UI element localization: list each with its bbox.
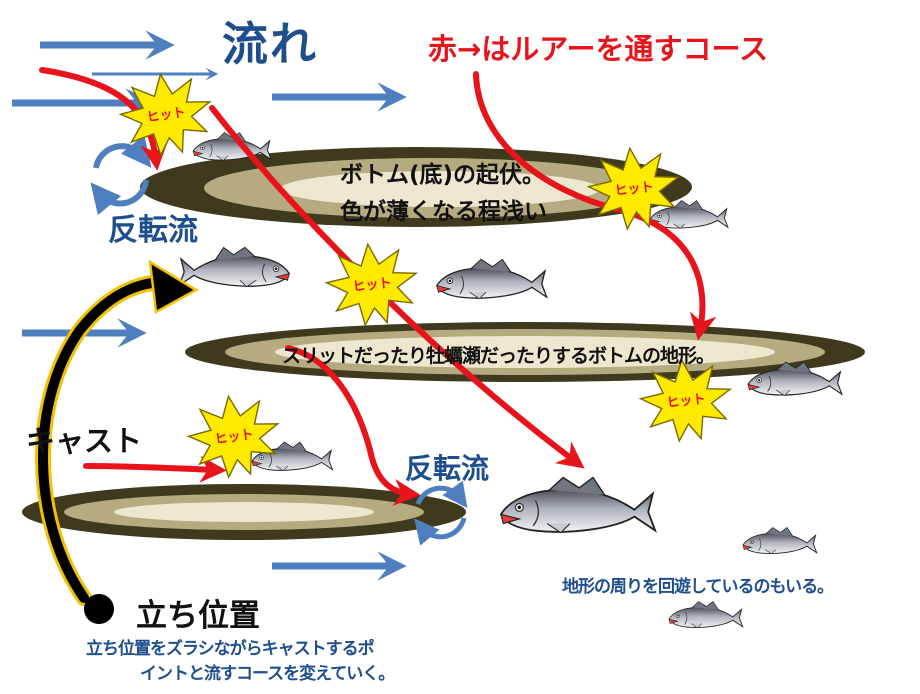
slit-note: スリットだったり牡蠣瀬だったりするボトムの地形。 bbox=[282, 345, 715, 367]
svg-text:ヒット: ヒット bbox=[614, 180, 654, 199]
svg-text:ヒット: ヒット bbox=[352, 276, 392, 295]
reverse-flow-swirl-left bbox=[90, 134, 152, 216]
lure-course-arrow bbox=[473, 71, 717, 341]
hit-burst: ヒット bbox=[183, 389, 285, 483]
svg-text:ヒット: ヒット bbox=[666, 392, 706, 411]
reverse-flow-swirl-center bbox=[414, 480, 468, 546]
fish bbox=[668, 601, 744, 629]
bullet-icon bbox=[84, 594, 114, 624]
lure-course-arrow bbox=[285, 345, 421, 506]
bottom-note-line2: 色が薄くなる程浅い bbox=[340, 199, 547, 225]
fish bbox=[178, 246, 290, 288]
hit-burst: ヒット bbox=[584, 142, 684, 234]
fish bbox=[742, 527, 818, 555]
lure-course-arrow bbox=[39, 67, 168, 171]
svg-text:ヒット: ヒット bbox=[146, 105, 187, 125]
svg-text:ヒット: ヒット bbox=[214, 427, 255, 447]
hit-burst: ヒット bbox=[636, 354, 736, 446]
reef-bottom bbox=[22, 484, 466, 540]
bottom-note-line1: ボトム(底)の起伏。 bbox=[340, 162, 546, 188]
cast-arrow bbox=[35, 259, 199, 606]
reef-top bbox=[140, 147, 692, 227]
fish bbox=[436, 258, 548, 300]
position-desc-line1: 立ち位置をズラシながらキャストするポ bbox=[86, 639, 375, 659]
flow-label: 流れ bbox=[222, 17, 318, 71]
lure-course-arrow bbox=[83, 455, 227, 483]
reverse-flow-label-center: 反転流 bbox=[405, 452, 490, 485]
fish bbox=[500, 476, 657, 534]
position-title: 立ち位置 bbox=[136, 598, 260, 634]
position-desc-line2: イントと流すコースを変えていく。 bbox=[140, 664, 395, 684]
cast-label: キャスト bbox=[26, 424, 143, 458]
hit-burst: ヒット bbox=[115, 67, 217, 161]
reverse-flow-label-left: 反転流 bbox=[108, 213, 198, 248]
around-note: 地形の周りを回遊しているのもいる。 bbox=[562, 577, 834, 597]
hit-burst: ヒット bbox=[322, 238, 422, 330]
course-legend: 赤→はルアーを通すコース bbox=[428, 32, 769, 66]
